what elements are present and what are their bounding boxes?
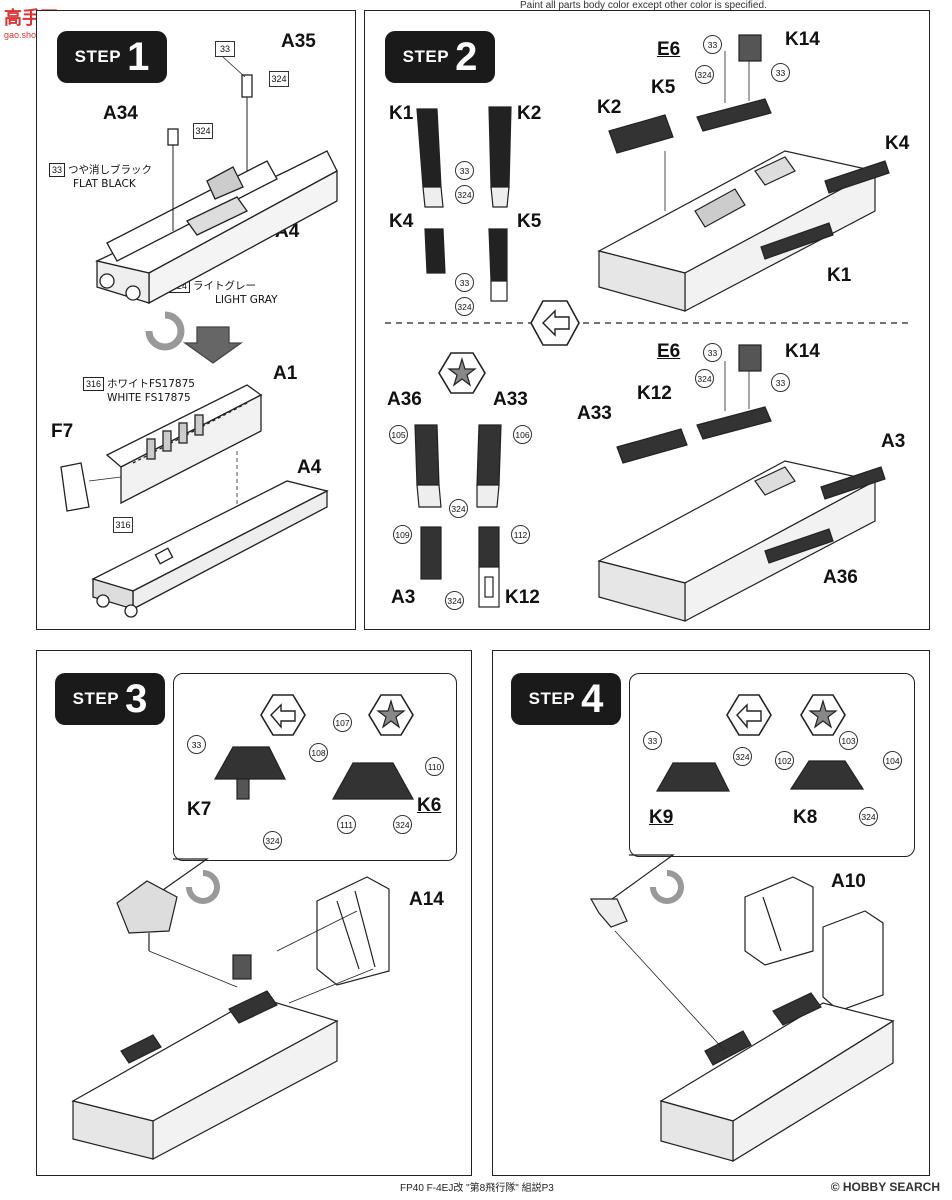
label-k4b: K4	[885, 133, 910, 154]
step1-word: STEP	[74, 47, 122, 66]
code-111: 111	[337, 815, 356, 834]
paint-en: FLAT BLACK	[73, 178, 136, 191]
label-k14: K14	[785, 29, 820, 50]
code-324: 324	[445, 591, 464, 610]
label-a33: A33	[493, 389, 528, 410]
step1-number: 1	[127, 35, 150, 79]
step1-badge: STEP 1	[57, 31, 167, 83]
code-324: 324	[263, 831, 282, 850]
label-a35: A35	[281, 31, 316, 52]
code-33: 33	[455, 273, 474, 292]
paint-en: WHITE FS17875	[107, 392, 191, 405]
code-106: 106	[513, 425, 532, 444]
label-a33b: A33	[577, 403, 612, 424]
label-k8: K8	[793, 807, 818, 828]
label-k12: K12	[505, 587, 540, 608]
code-324: 324	[733, 747, 752, 766]
label-a4-bottom: A4	[297, 457, 322, 478]
label-k4: K4	[389, 211, 414, 232]
label-a34: A34	[103, 103, 138, 124]
step2-drawing	[385, 34, 909, 622]
code-33: 33	[771, 373, 790, 392]
top-note: Paint all parts body color except other …	[520, 0, 767, 11]
step2-number: 2	[455, 35, 478, 79]
step4-drawing	[589, 694, 895, 1163]
label-e6: E6	[657, 39, 681, 60]
step2-word: STEP	[402, 47, 450, 66]
code-324: 324	[455, 185, 474, 204]
step4-number: 4	[581, 677, 604, 721]
label-k5: K5	[517, 211, 542, 232]
code-33: 33	[187, 735, 206, 754]
step1-drawing	[60, 56, 338, 618]
label-k14b: K14	[785, 341, 820, 362]
label-a10: A10	[831, 871, 866, 892]
label-k2: K2	[517, 103, 542, 124]
code-102: 102	[775, 751, 794, 770]
label-a14: A14	[409, 889, 444, 910]
label-f7: F7	[51, 421, 74, 442]
brand-name: HOBBY SEARCH	[842, 1180, 940, 1194]
code-324: 324	[695, 369, 714, 388]
label-a3b: A3	[881, 431, 906, 452]
step3-number: 3	[125, 677, 148, 721]
copyright-mark: ©	[830, 1180, 840, 1194]
code-324: 324	[695, 65, 714, 84]
label-k5b: K5	[651, 77, 676, 98]
label-k9: K9	[649, 807, 674, 828]
step3-word: STEP	[72, 689, 120, 708]
code-324: 324	[455, 297, 474, 316]
watermark-sub: gao.shou.net	[4, 30, 57, 40]
code-33: 33	[703, 35, 722, 54]
label-a36b: A36	[823, 567, 858, 588]
code-103: 103	[839, 731, 858, 750]
label-k6: K6	[417, 795, 442, 816]
label-k2b: K2	[597, 97, 622, 118]
step4-panel: STEP 4 33 324 K9 102 103 104 324 K8 A10	[492, 650, 930, 1176]
step3-badge: STEP 3	[55, 673, 165, 725]
label-a36: A36	[387, 389, 422, 410]
code-107: 107	[333, 713, 352, 732]
page-caption: FP40 F-4EJ改 "第8飛行隊" 組説P3	[400, 1183, 554, 1194]
code-108: 108	[309, 743, 328, 762]
code-33: 33	[455, 161, 474, 180]
code-324: 324	[449, 499, 468, 518]
code-105: 105	[389, 425, 408, 444]
code-33: 33	[643, 731, 662, 750]
label-k1b: K1	[827, 265, 852, 286]
paint-jp: ホワイトFS17875	[107, 378, 195, 390]
code-324: 324	[269, 71, 289, 87]
step3-drawing	[71, 694, 415, 1160]
step2-panel: STEP 2 K1 K2 K4 K5 33 324 33 324 E6 33 3…	[364, 10, 930, 630]
code-104: 104	[883, 751, 902, 770]
code-33: 33	[215, 41, 235, 57]
code-109: 109	[393, 525, 412, 544]
step2-badge: STEP 2	[385, 31, 495, 83]
paint-jp: ライトグレー	[193, 280, 257, 292]
code-33: 33	[771, 63, 790, 82]
code-324: 324	[193, 123, 213, 139]
step4-badge: STEP 4	[511, 673, 621, 725]
label-k1: K1	[389, 103, 414, 124]
code-324: 324	[393, 815, 412, 834]
label-k7: K7	[187, 799, 212, 820]
paint-en: LIGHT GRAY	[215, 294, 278, 307]
step3-panel: STEP 3 33 324 K7 107 108 110 111 324 K6 …	[36, 650, 472, 1176]
step4-word: STEP	[528, 689, 576, 708]
hobby-search-brand: © HOBBY SEARCH	[831, 1180, 940, 1194]
label-a3: A3	[391, 587, 416, 608]
paint-jp: つや消しブラック	[68, 164, 153, 176]
label-a1: A1	[273, 363, 298, 384]
code-324: 324	[859, 807, 878, 826]
code-110: 110	[425, 757, 444, 776]
label-k12b: K12	[637, 383, 672, 404]
code-33: 33	[703, 343, 722, 362]
code-112: 112	[511, 525, 530, 544]
label-e6b: E6	[657, 341, 681, 362]
code-316: 316	[113, 517, 133, 533]
